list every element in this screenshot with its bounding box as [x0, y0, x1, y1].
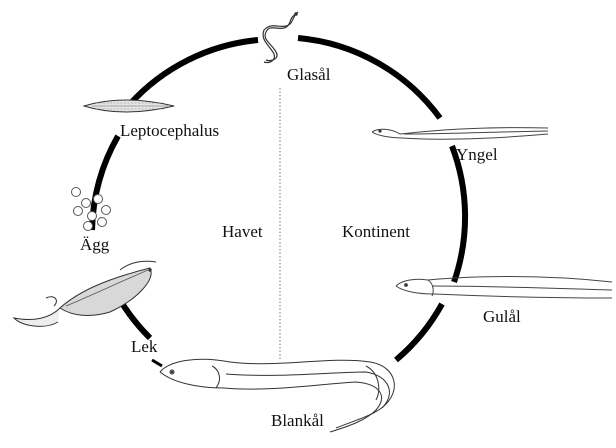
- arc-yngel-to-gulal: [452, 146, 465, 282]
- stage-label-leptocephalus: Leptocephalus: [120, 122, 219, 139]
- stage-label-glasal: Glasål: [287, 66, 330, 83]
- cycle-ring: [92, 38, 465, 360]
- stage-label-lek: Lek: [131, 338, 157, 355]
- region-label-kontinent: Kontinent: [342, 223, 410, 240]
- arc-gulal-to-blankal: [396, 304, 442, 360]
- arc-agg-to-lek: [120, 300, 150, 338]
- leptocephalus-larva-icon: [84, 100, 174, 112]
- glass-eel-icon: [263, 12, 298, 63]
- stage-label-agg: Ägg: [80, 236, 109, 253]
- stage-label-blankal: Blankål: [271, 412, 324, 429]
- region-label-havet: Havet: [222, 223, 263, 240]
- yellow-eel-icon: [396, 277, 612, 299]
- elver-icon: [372, 128, 548, 140]
- stage-label-gulal: Gulål: [483, 308, 521, 325]
- lek-marker: [152, 360, 162, 366]
- stage-label-yngel: Yngel: [456, 146, 498, 163]
- arc-glasal-to-leptocephalus: [130, 40, 258, 104]
